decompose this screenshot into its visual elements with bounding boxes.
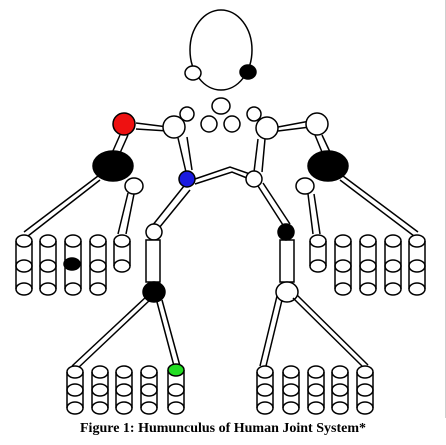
ankle-joint-left-black: [142, 281, 166, 303]
wrist-joint-right: [295, 177, 315, 195]
sternum-joint-left-upper: [179, 106, 195, 122]
ankle-joint-right: [275, 281, 299, 303]
jaw-joint-left: [184, 65, 202, 81]
humunculus-diagram: [15, 9, 426, 415]
wrist-joint-left: [124, 177, 144, 195]
finger-joint-left-black: [63, 257, 81, 271]
hand-joint-right-black: [307, 150, 349, 182]
clavicle-joint-right: [255, 116, 279, 140]
jaw-joint-right-black: [239, 64, 257, 80]
left-foot-toes: [66, 365, 185, 415]
figure-caption: Figure 1: Humunculus of Human Joint Syst…: [80, 421, 366, 436]
shoulder-joint-right: [305, 112, 329, 136]
left-hand-fingers: [15, 234, 131, 296]
hip-joint-left-blue: [178, 170, 196, 188]
sternum-joint-right-upper: [246, 106, 262, 122]
humunculus-figure: [15, 0, 446, 418]
head: [189, 9, 253, 91]
neck-joint: [211, 97, 231, 115]
hand-joint-left-black: [92, 150, 134, 182]
shin-left: [145, 239, 161, 283]
sternum-joint-left: [200, 115, 218, 133]
sternum-joint-right: [223, 115, 241, 133]
clavicle-joint-left: [162, 115, 186, 139]
knee-joint-right-black: [277, 223, 295, 241]
right-hand-fingers: [309, 234, 426, 296]
knee-joint-left: [145, 223, 163, 241]
shin-right: [279, 239, 295, 283]
right-foot-toes: [256, 365, 374, 415]
shoulder-joint-left-red: [112, 112, 136, 136]
toe-joint-green: [167, 363, 185, 377]
torso-joint-right: [245, 170, 263, 188]
